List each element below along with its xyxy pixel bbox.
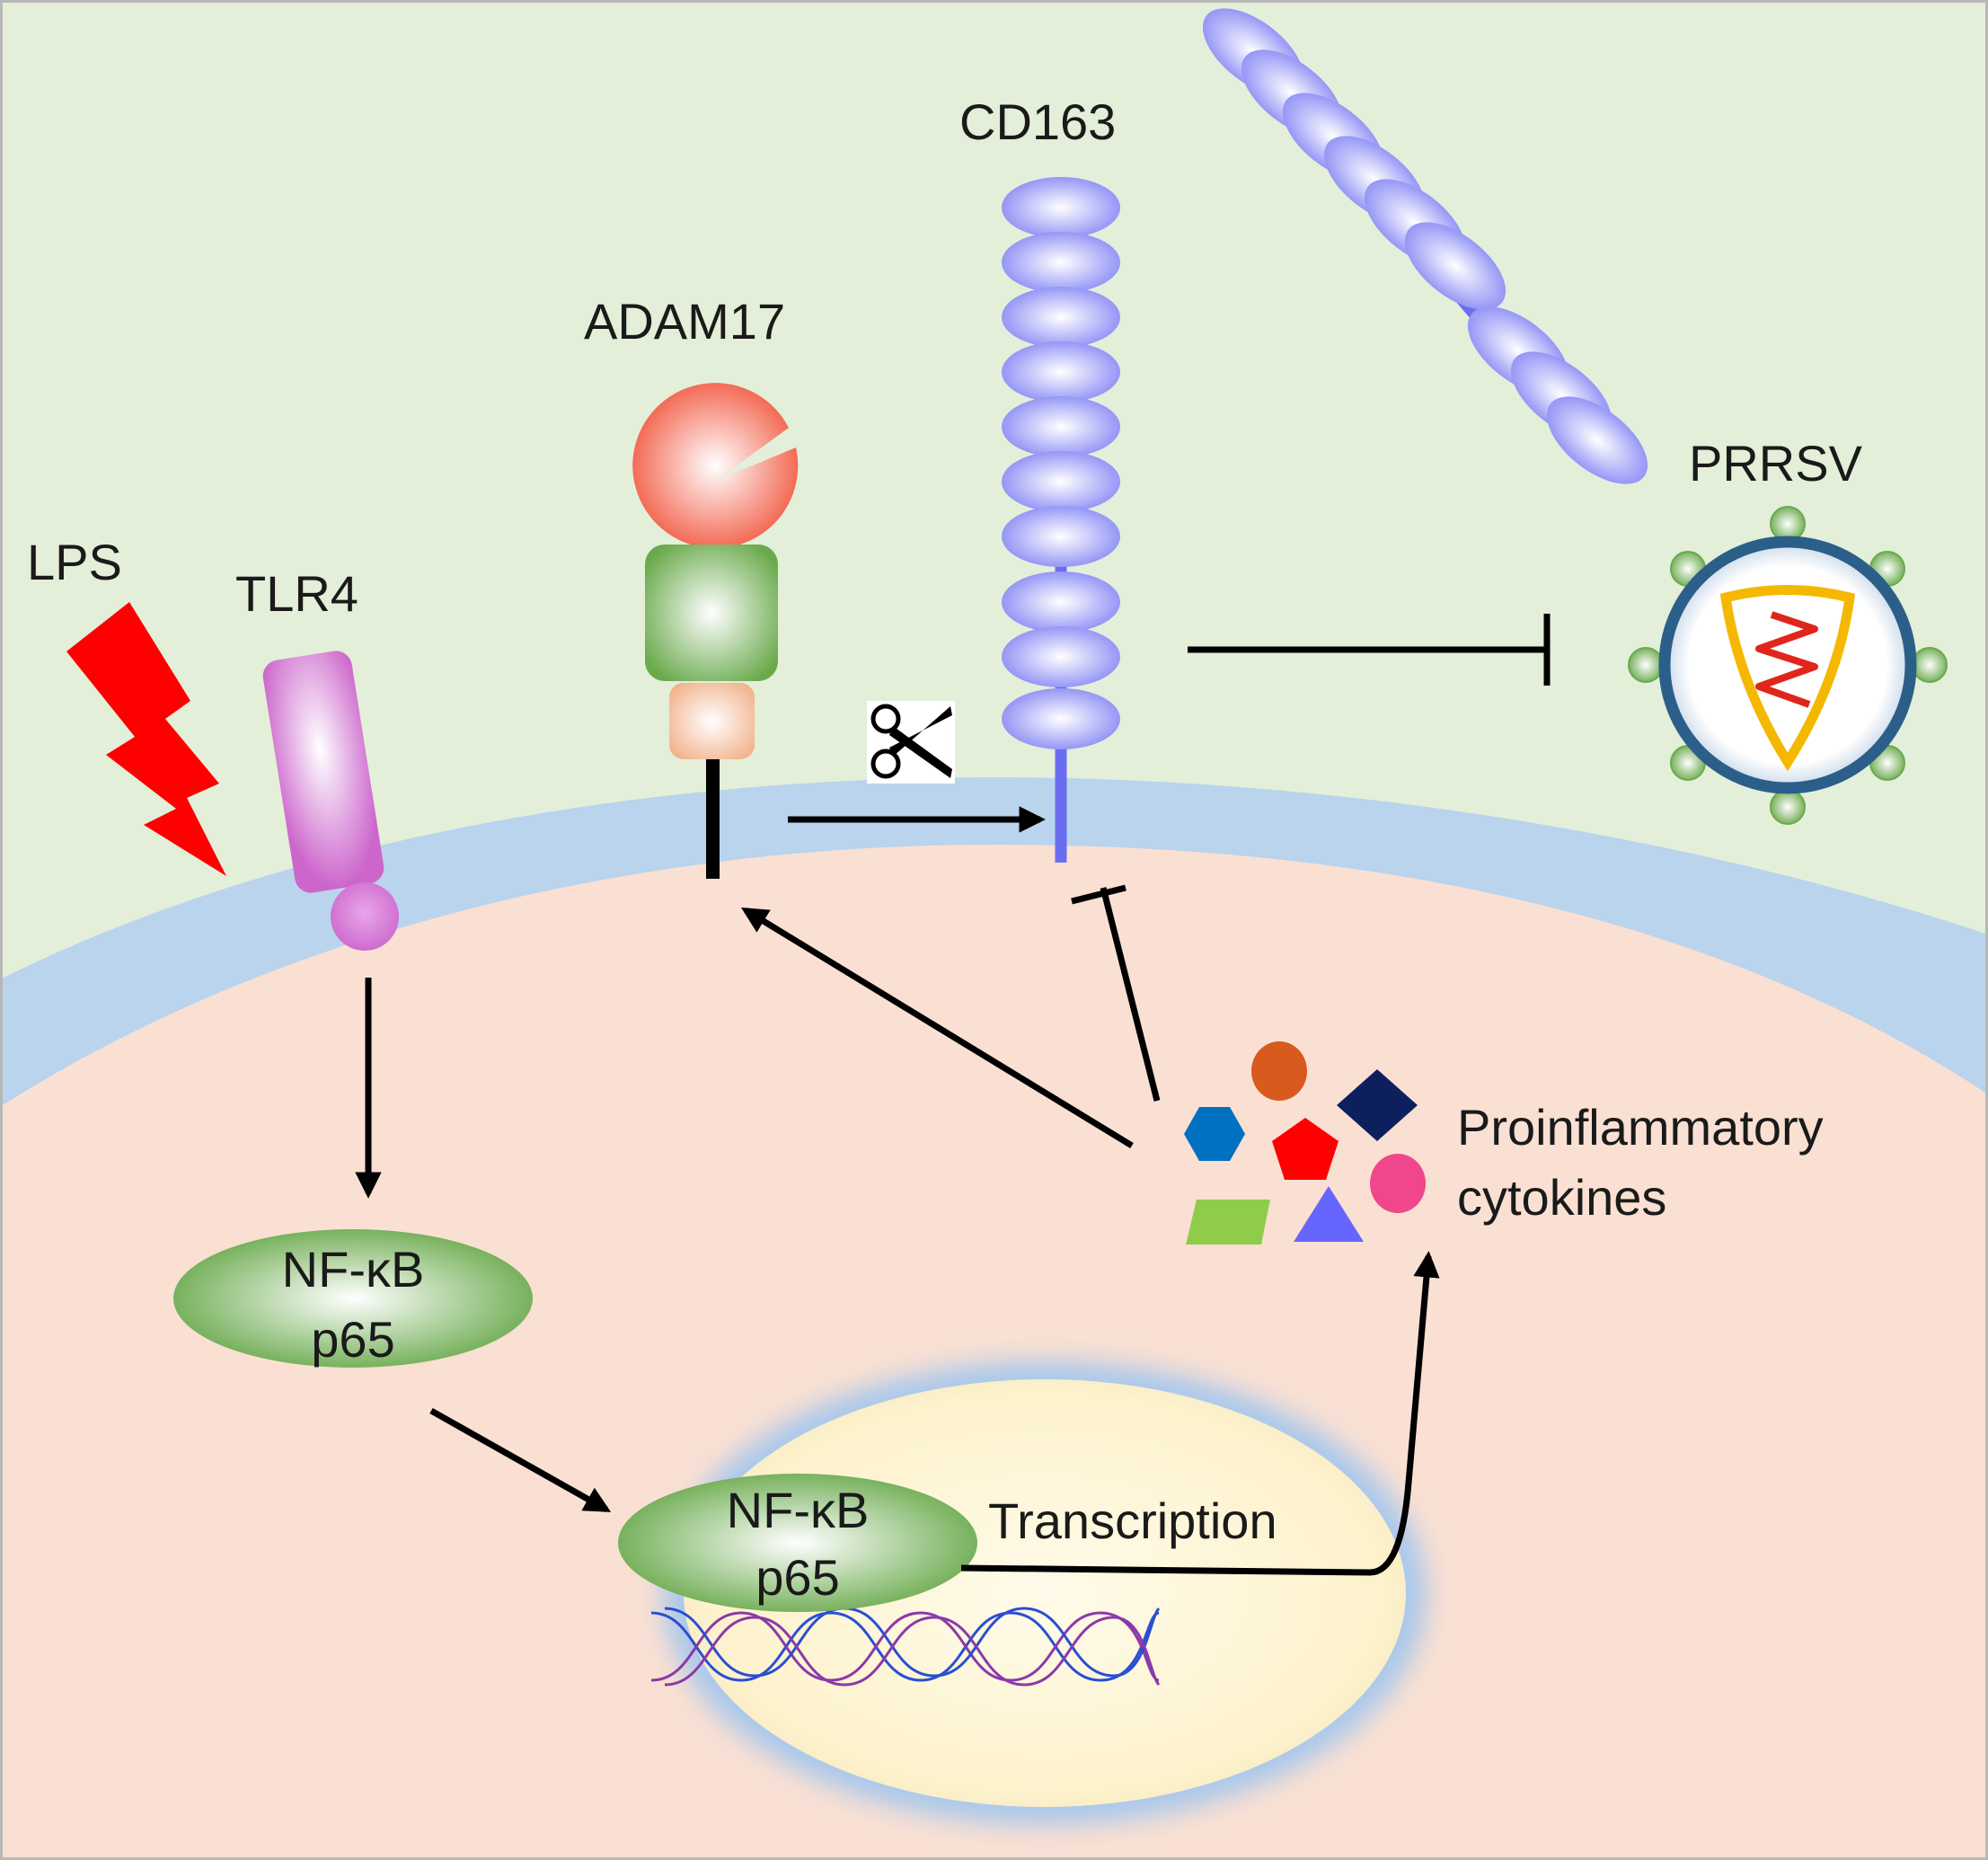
dna-helix (650, 1607, 1161, 1687)
cytokines-inhibit-cd163 (1071, 884, 1161, 1102)
lightning-bolt-icon (66, 602, 226, 876)
scissors-icon (867, 701, 955, 784)
adam17-stalk-domain (669, 683, 755, 759)
cytokine-triangle (1294, 1186, 1364, 1242)
cytokine-parallelogram (1186, 1200, 1270, 1244)
cd163-srcr-domains (1002, 177, 1120, 749)
nfkb-nucleus-line2: p65 (755, 1549, 839, 1606)
prrsv-genome (1755, 611, 1818, 708)
prrsv-virion (1628, 506, 1948, 825)
nfkb-cytoplasm-line2: p65 (311, 1311, 394, 1368)
transcription-arrow (960, 1251, 1440, 1576)
t-bar-inhibition-icon (1188, 614, 1551, 686)
tlr4-extracellular-domain (262, 651, 384, 893)
nfkb-cytoplasm-line1: NF-κB (282, 1241, 425, 1298)
tlr4-intracellular-domain (331, 882, 399, 951)
cytokine-diamond (1337, 1069, 1418, 1141)
soluble-cd163 (1202, 8, 1648, 484)
cytokine-hexagon (1184, 1107, 1245, 1161)
nfkb-p65-cytoplasm (173, 1229, 533, 1368)
adam17-label: ADAM17 (584, 293, 785, 350)
prrsv-label: PRRSV (1689, 435, 1863, 492)
cd163-label: CD163 (959, 93, 1116, 150)
cytokines-label-line2: cytokines (1457, 1169, 1666, 1226)
cytokine-pink (1370, 1154, 1426, 1213)
tlr4-label: TLR4 (235, 565, 358, 622)
adam17-catalytic-head (632, 383, 799, 549)
cytokines-to-adam17-arrow (740, 907, 1134, 1148)
adam17-disintegrin-domain (645, 545, 778, 681)
cytoplasm (0, 845, 1988, 1860)
cytokine-pentagon (1272, 1118, 1339, 1180)
lps-label: LPS (27, 534, 122, 590)
nfkb-p65-nucleus (618, 1474, 977, 1612)
nfkb-translocation-arrow (429, 1407, 612, 1513)
adam17-transmembrane (706, 759, 720, 879)
proinflammatory-cytokines (1184, 1041, 1426, 1244)
nfkb-nucleus-line1: NF-κB (727, 1482, 870, 1538)
prrsv-spikes (1628, 506, 1948, 825)
transcription-label: Transcription (988, 1492, 1277, 1549)
cytokines-label-line1: Proinflammatory (1457, 1099, 1824, 1156)
cytokine-circle (1251, 1041, 1307, 1101)
